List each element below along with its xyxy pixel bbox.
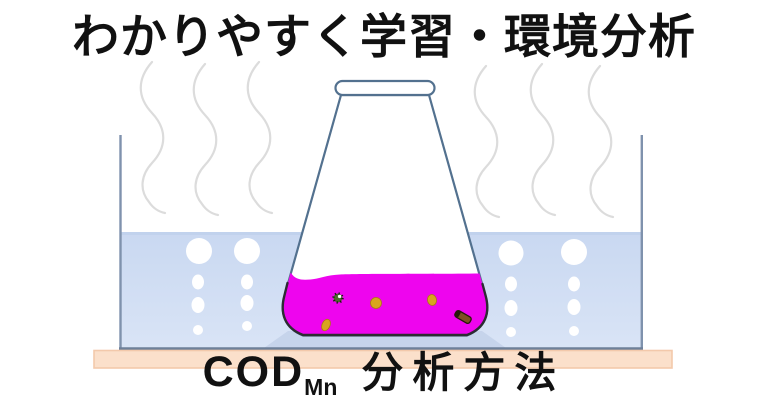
caption-method: 分析方法	[361, 348, 566, 397]
microbe-particle-icon	[332, 292, 344, 304]
steam-line-icon	[192, 62, 220, 217]
steam-line-icon	[246, 60, 274, 215]
sediment-particle-icon	[427, 294, 437, 306]
bubble	[506, 327, 516, 337]
caption-cod: COD	[202, 348, 305, 396]
flask-liquid	[282, 272, 488, 335]
bubble	[498, 240, 524, 266]
bubble	[569, 326, 579, 336]
bubble	[193, 325, 203, 335]
steam-lines	[139, 60, 615, 219]
bubble	[504, 300, 518, 316]
bubble	[567, 299, 581, 315]
liquid-particles	[321, 292, 472, 332]
erlenmeyer-flask	[281, 79, 489, 337]
bubble	[568, 276, 580, 292]
steam-line-icon	[473, 64, 501, 219]
bubble	[192, 274, 204, 290]
sediment-particle-icon	[321, 318, 331, 332]
bubble	[234, 238, 260, 264]
steam-line-icon	[587, 64, 615, 219]
caption-cod-subscript: Mn	[304, 374, 338, 400]
bubble	[186, 238, 212, 264]
flask-rim	[334, 79, 436, 97]
sediment-particle-icon	[370, 297, 382, 309]
stick-particle-icon	[454, 309, 472, 325]
bubbles	[186, 238, 587, 337]
steam-line-icon	[139, 60, 167, 215]
page-title: わかりやすく学習・環境分析	[72, 10, 696, 65]
bubble	[191, 297, 205, 313]
hot-plate	[93, 349, 673, 369]
bubble	[240, 295, 254, 311]
flask-bottom-outline	[281, 281, 489, 337]
bubble	[505, 276, 517, 292]
steam-line-icon	[529, 62, 557, 217]
bubble	[241, 274, 253, 290]
bubble	[561, 239, 587, 265]
bubble	[242, 321, 252, 331]
